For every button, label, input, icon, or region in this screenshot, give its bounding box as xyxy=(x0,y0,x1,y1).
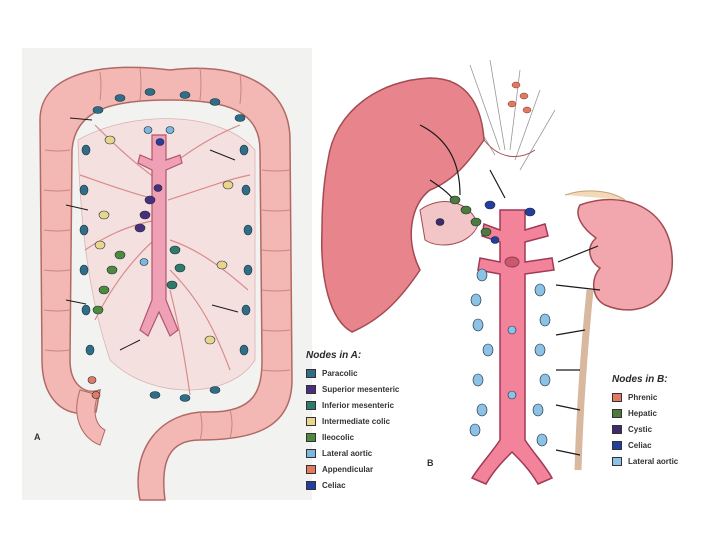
panel-a-legend-swatch xyxy=(306,433,316,442)
panel-b-legend-item: Hepatic xyxy=(612,405,678,421)
panel-a-legend-item: Inferior mesenteric xyxy=(306,397,399,413)
ligament xyxy=(484,140,535,157)
panel-a-legend-label: Superior mesenteric xyxy=(322,385,399,394)
panel-b-letter: B xyxy=(427,458,434,468)
panel-a-legend-item: Superior mesenteric xyxy=(306,381,399,397)
panel-a-legend-swatch xyxy=(306,401,316,410)
panel-a-figure xyxy=(22,48,312,500)
renal-ostium xyxy=(505,257,519,267)
panel-b-legend-swatch xyxy=(612,393,622,402)
panel-a-legend-item: Intermediate colic xyxy=(306,413,399,429)
panel-b-legend-label: Lateral aortic xyxy=(628,457,678,466)
panel-a-legend-item: Appendicular xyxy=(306,461,399,477)
panel-a-legend-item: Celiac xyxy=(306,477,399,493)
panel-a-legend-label: Celiac xyxy=(322,481,346,490)
panel-a-legend-item: Lateral aortic xyxy=(306,445,399,461)
panel-a-legend-label: Paracolic xyxy=(322,369,358,378)
nodes-phrenic xyxy=(508,82,531,113)
panel-a-legend-swatch xyxy=(306,481,316,490)
panel-a-legend-swatch xyxy=(306,417,316,426)
panel-b-legend-swatch xyxy=(612,457,622,466)
panel-b-legend-label: Phrenic xyxy=(628,393,657,402)
panel-a-letter: A xyxy=(34,432,41,442)
panel-b-legend-label: Cystic xyxy=(628,425,652,434)
panel-a-legend-label: Ileocolic xyxy=(322,433,354,442)
panel-a-legend-label: Inferior mesenteric xyxy=(322,401,394,410)
panel-b-legend-swatch xyxy=(612,409,622,418)
panel-a-legend-label: Appendicular xyxy=(322,465,373,474)
panel-b-legend-label: Hepatic xyxy=(628,409,657,418)
panel-b-legend-item: Phrenic xyxy=(612,389,678,405)
panel-a-legend-item: Paracolic xyxy=(306,365,399,381)
panel-a-legend-label: Intermediate colic xyxy=(322,417,390,426)
ureter xyxy=(578,290,590,470)
panel-b-legend-swatch xyxy=(612,425,622,434)
panel-b-legend-item: Celiac xyxy=(612,437,678,453)
panel-a-legend-swatch xyxy=(306,465,316,474)
panel-b-legend-item: Lateral aortic xyxy=(612,453,678,469)
panel-a-legend-swatch xyxy=(306,385,316,394)
adrenal-gland xyxy=(565,191,625,200)
panel-a-legend-item: Ileocolic xyxy=(306,429,399,445)
legend-a-title: Nodes in A: xyxy=(306,350,399,361)
panel-b-legend-swatch xyxy=(612,441,622,450)
legend-b-title: Nodes in B: xyxy=(612,374,678,385)
panel-b-legend-item: Cystic xyxy=(612,421,678,437)
panel-a-legend-swatch xyxy=(306,369,316,378)
panel-a-legend-swatch xyxy=(306,449,316,458)
panel-b-legend-label: Celiac xyxy=(628,441,652,450)
panel-a-legend-label: Lateral aortic xyxy=(322,449,372,458)
